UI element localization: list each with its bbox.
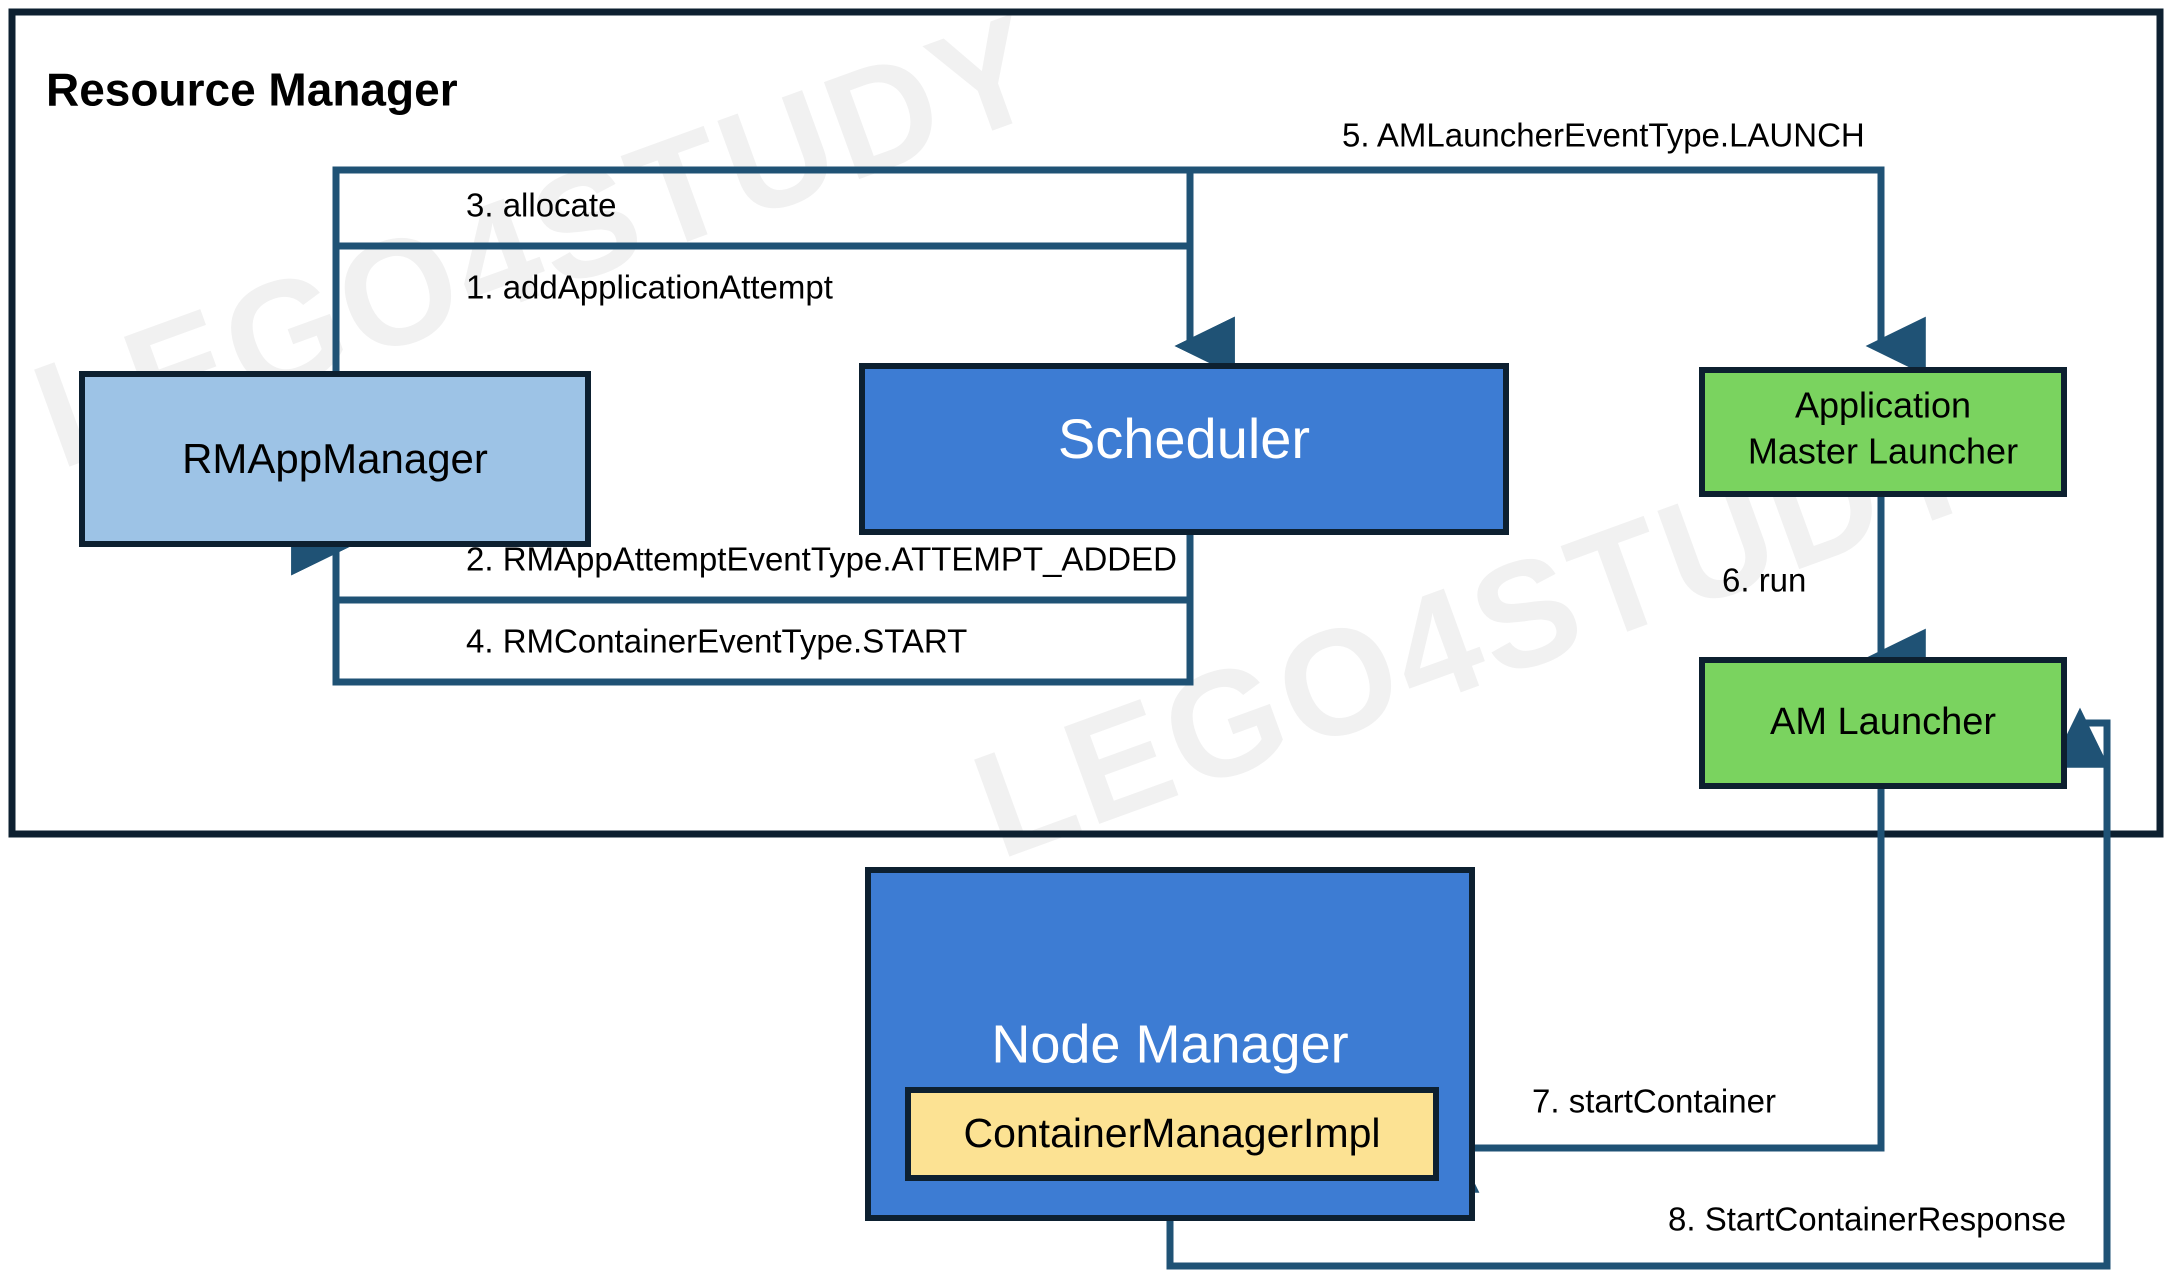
- scheduler-box[interactable]: [859, 363, 1509, 535]
- node-am-launcher[interactable]: AM Launcher: [1699, 657, 2067, 789]
- node-node-manager[interactable]: Node Manager ContainerManagerImpl: [865, 867, 1475, 1221]
- edge-label-4: 4. RMContainerEventType.START: [466, 623, 967, 660]
- edge-label-5: 5. AMLauncherEventType.LAUNCH: [1342, 117, 1865, 154]
- container-manager-impl-label: ContainerManagerImpl: [963, 1110, 1380, 1156]
- edge-label-3: 3. allocate: [466, 187, 616, 224]
- diagram-title: Resource Manager: [46, 64, 458, 116]
- application-master-launcher-label-line1: Application: [1795, 385, 1971, 426]
- edge-5-amlauncher-launch: [1186, 166, 1926, 376]
- edge-label-8: 8. StartContainerResponse: [1668, 1201, 2066, 1238]
- edge-label-7: 7. startContainer: [1532, 1083, 1776, 1120]
- rmappmanager-box[interactable]: [79, 371, 591, 547]
- edge-label-6: 6. run: [1722, 562, 1806, 599]
- am-launcher-box[interactable]: [1699, 657, 2067, 789]
- container-manager-impl-box[interactable]: [905, 1087, 1439, 1181]
- edge-8-startcontainerresponse: [1166, 707, 2111, 1270]
- edge-7-startcontainer: [1420, 746, 1885, 1193]
- node-manager-label: Node Manager: [991, 1014, 1348, 1074]
- edge-label-1: 1. addApplicationAttempt: [466, 269, 833, 306]
- edge-label-2: 2. RMAppAttemptEventType.ATTEMPT_ADDED: [466, 541, 1177, 578]
- node-scheduler[interactable]: Scheduler: [859, 363, 1509, 535]
- resource-manager-container: [8, 8, 2164, 838]
- node-rmappmanager[interactable]: RMAppManager: [79, 371, 591, 547]
- node-application-master-launcher[interactable]: Application Master Launcher: [1699, 367, 2067, 497]
- am-launcher-label: AM Launcher: [1770, 701, 1996, 743]
- application-master-launcher-label-line2: Master Launcher: [1748, 431, 2018, 472]
- scheduler-label: Scheduler: [1058, 407, 1310, 470]
- application-master-launcher-box[interactable]: [1699, 367, 2067, 497]
- edge-4-rmcontainer-start: [291, 516, 1194, 686]
- rmappmanager-label: RMAppManager: [182, 435, 488, 482]
